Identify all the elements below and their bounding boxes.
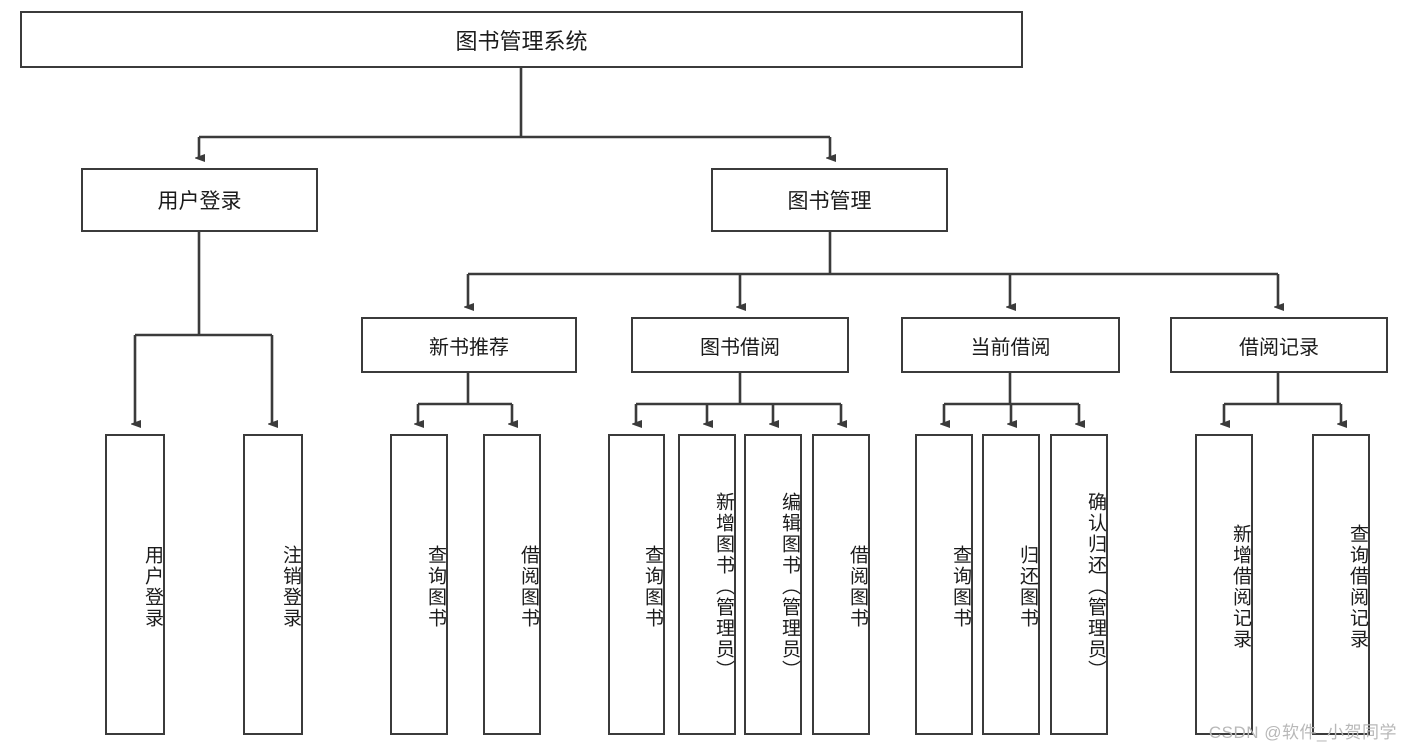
leaf-borrow-edit-book-admin[interactable]: 编辑图书（管理员） xyxy=(744,434,802,735)
leaf-borrow-add-book-admin[interactable]: 新增图书（管理员） xyxy=(678,434,736,735)
leaf-label: 借阅图书 xyxy=(847,544,868,629)
leaf-label: 查询图书 xyxy=(642,544,663,629)
node-current-borrow[interactable]: 当前借阅 xyxy=(901,317,1120,373)
leaf-label: 确认归还（管理员） xyxy=(1085,492,1106,681)
leaf-borrow-query-book[interactable]: 查询图书 xyxy=(608,434,665,735)
node-book-management[interactable]: 图书管理 xyxy=(711,168,948,232)
leaf-label: 查询借阅记录 xyxy=(1347,523,1368,650)
node-book-borrow[interactable]: 图书借阅 xyxy=(631,317,849,373)
leaf-record-query-record[interactable]: 查询借阅记录 xyxy=(1312,434,1370,735)
leaf-label: 查询图书 xyxy=(950,544,971,629)
leaf-user-login-logout[interactable]: 注销登录 xyxy=(243,434,303,735)
leaf-label: 编辑图书（管理员） xyxy=(779,492,800,681)
leaf-label: 归还图书 xyxy=(1017,544,1038,629)
watermark-text: CSDN @软件_小贺同学 xyxy=(1208,723,1397,742)
leaf-current-return-book[interactable]: 归还图书 xyxy=(982,434,1040,735)
leaf-recommend-query-book[interactable]: 查询图书 xyxy=(390,434,448,735)
leaf-recommend-borrow-book[interactable]: 借阅图书 xyxy=(483,434,541,735)
leaf-label: 注销登录 xyxy=(280,544,301,629)
node-user-login[interactable]: 用户登录 xyxy=(81,168,318,232)
leaf-current-query-book[interactable]: 查询图书 xyxy=(915,434,973,735)
leaf-label: 新增图书（管理员） xyxy=(713,492,734,681)
leaf-record-add-record[interactable]: 新增借阅记录 xyxy=(1195,434,1253,735)
leaf-label: 借阅图书 xyxy=(518,544,539,629)
leaf-current-confirm-return-admin[interactable]: 确认归还（管理员） xyxy=(1050,434,1108,735)
node-borrow-record[interactable]: 借阅记录 xyxy=(1170,317,1388,373)
leaf-label: 查询图书 xyxy=(425,544,446,629)
node-new-book-recommend[interactable]: 新书推荐 xyxy=(361,317,577,373)
leaf-label: 用户登录 xyxy=(142,544,163,629)
leaf-user-login-login[interactable]: 用户登录 xyxy=(105,434,165,735)
leaf-borrow-borrow-book[interactable]: 借阅图书 xyxy=(812,434,870,735)
leaf-label: 新增借阅记录 xyxy=(1230,523,1251,650)
node-root-system[interactable]: 图书管理系统 xyxy=(20,11,1023,68)
